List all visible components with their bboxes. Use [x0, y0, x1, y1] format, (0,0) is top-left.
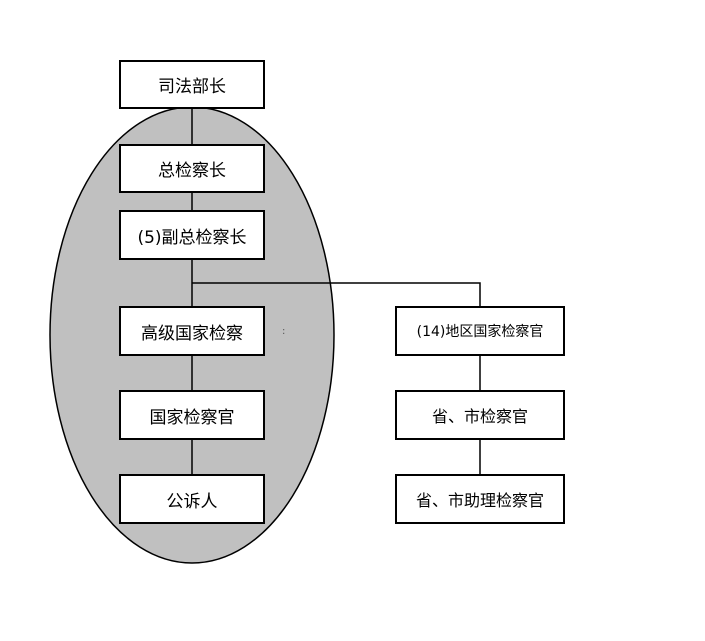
node-label: (5)副总检察长: [137, 227, 247, 248]
node-senior-state-prosecutor: 高级国家检察: [119, 306, 265, 356]
node-deputy-prosecutor-general: (5)副总检察长: [119, 210, 265, 260]
node-label: 高级国家检察: [141, 323, 243, 344]
stray-mark: :: [282, 326, 286, 337]
node-state-prosecutor: 国家检察官: [119, 390, 265, 440]
node-label: (14)地区国家检察官: [416, 324, 544, 340]
node-label: 公诉人: [166, 491, 218, 512]
node-label: 省、市检察官: [431, 407, 528, 426]
node-regional-state-prosecutor: (14)地区国家检察官: [395, 306, 565, 356]
node-label: 国家检察官: [149, 407, 235, 428]
node-provincial-municipal-prosecutor: 省、市检察官: [395, 390, 565, 440]
node-label: 总检察长: [158, 161, 226, 181]
node-prosecutor-general: 总检察长: [119, 144, 265, 193]
node-label: 省、市助理检察官: [415, 491, 544, 510]
node-minister-of-justice: 司法部长: [119, 60, 265, 109]
node-label: 司法部长: [158, 77, 226, 97]
node-public-prosecutor: 公诉人: [119, 474, 265, 524]
link-dpg-regional: [192, 282, 481, 306]
node-provincial-municipal-assistant-prosecutor: 省、市助理检察官: [395, 474, 565, 524]
